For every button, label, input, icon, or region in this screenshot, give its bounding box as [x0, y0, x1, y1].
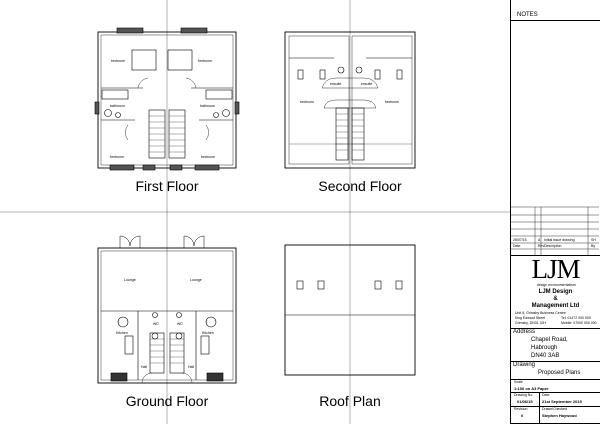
- company-name-line: Management Ltd: [531, 303, 580, 309]
- address-line: Chapel Road,: [531, 337, 568, 343]
- company-name-line: LJM Design: [538, 289, 573, 295]
- roof-plan: [284, 244, 416, 376]
- ground-floor-plan: [97, 235, 237, 384]
- revision-date: 28/07/15: [513, 238, 527, 242]
- company-logo: LJM: [531, 254, 580, 284]
- room-label: bedroom: [111, 59, 125, 63]
- roof-plan-title: Roof Plan: [319, 393, 381, 409]
- address-label: Address: [513, 329, 536, 335]
- address-line: Habrough: [531, 345, 558, 351]
- room-label: Lounge: [190, 278, 202, 282]
- company-mobile: Mobile: 07000 000 000: [561, 321, 597, 325]
- room-label: bathroom: [200, 104, 215, 108]
- revision-description: Initial issue drawing: [544, 238, 575, 242]
- scale-label: Scale: [514, 380, 523, 384]
- company-address-line: Unit 6, Grimsby Business Centre: [515, 311, 566, 315]
- room-label: bedroom: [110, 155, 124, 159]
- room-label: Hall: [188, 365, 195, 369]
- revision-header-rev: Rev: [538, 244, 545, 248]
- room-label: ensuite: [361, 82, 373, 86]
- room-label: WC: [177, 322, 183, 326]
- revision-letter: A: [538, 238, 541, 242]
- company-name-line: &: [553, 296, 558, 302]
- room-label: bedroom: [300, 100, 314, 104]
- company-name: LJM Design & Management Ltd: [511, 289, 600, 310]
- room-label: bathroom: [110, 104, 125, 108]
- room-label: bedroom: [201, 155, 215, 159]
- notes-label: NOTES: [517, 12, 538, 18]
- revision-header-by: By: [591, 244, 596, 248]
- drawing-name: Proposed Plans: [538, 370, 581, 376]
- ground-floor-title: Ground Floor: [125, 393, 209, 409]
- second-floor-plan: [284, 31, 416, 169]
- address-line: DN40 3AB: [531, 353, 560, 359]
- drawing-no-label: Drawing No.: [514, 393, 534, 397]
- company-address-line: Grimsby, DN31 3JH: [515, 321, 546, 325]
- room-label: WC: [153, 322, 159, 326]
- room-label: bedroom: [385, 100, 399, 104]
- company-tagline: design environmentalism: [537, 283, 576, 287]
- room-label: bedroom: [198, 59, 212, 63]
- room-label: ensuite: [330, 82, 342, 86]
- drawn-checked-label: Drawn/Checked: [542, 407, 567, 411]
- room-label: Hall: [141, 365, 148, 369]
- second-floor-title: Second Floor: [318, 178, 402, 194]
- first-floor-plan: [94, 27, 240, 171]
- date-value: 21st September 2015: [542, 399, 582, 404]
- revision-header-date: Date: [513, 244, 521, 248]
- company-address-line: King Edward Street: [515, 316, 546, 320]
- drawing-label: Drawing: [513, 362, 536, 368]
- revision-table-grid: [510, 206, 599, 255]
- title-block: NOTES 28/07/15 A Initial issue drawing S…: [510, 0, 600, 424]
- date-label: Date: [542, 393, 550, 397]
- revision-value: 0: [521, 413, 524, 418]
- revision-by: SH: [591, 238, 596, 242]
- drawn-checked-value: Stephen Haywood: [542, 413, 577, 418]
- revision-header-description: Description: [544, 244, 562, 248]
- company-phone: Tel: 01472 000 000: [561, 316, 591, 320]
- revision-label: Revision: [514, 407, 528, 411]
- room-label: Kitchen: [116, 331, 128, 335]
- room-label: Lounge: [124, 278, 136, 282]
- first-floor-title: First Floor: [135, 178, 199, 194]
- room-label: Kitchen: [202, 331, 214, 335]
- scale-value: 1:100 on A3 Paper: [514, 386, 549, 391]
- drawing-no: 01/06/15: [517, 399, 533, 404]
